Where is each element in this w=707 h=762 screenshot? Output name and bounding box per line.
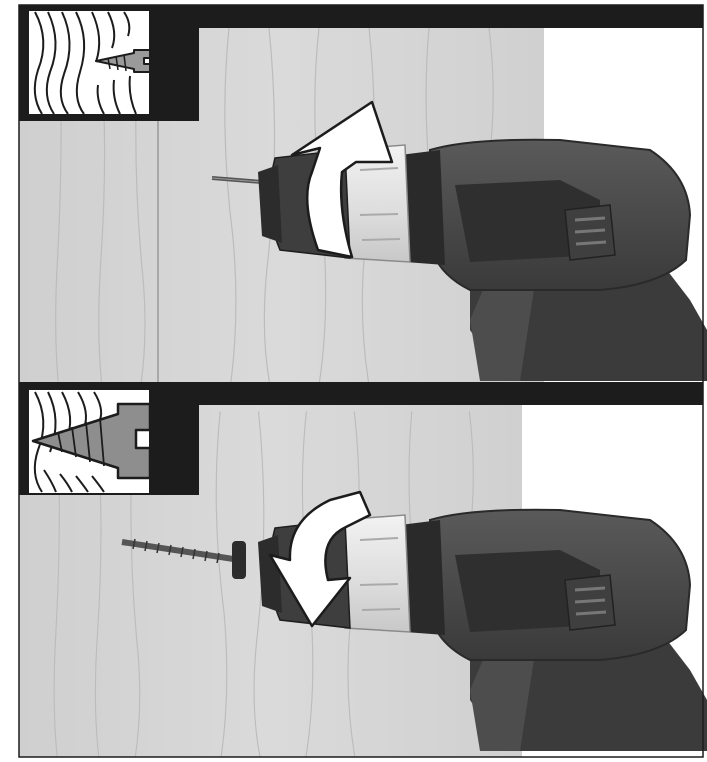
screw-fully-driven-icon [19,390,199,495]
panel-loosen [19,390,707,762]
screw-partially-inserted-icon [19,5,199,121]
panel-tighten [19,5,707,408]
